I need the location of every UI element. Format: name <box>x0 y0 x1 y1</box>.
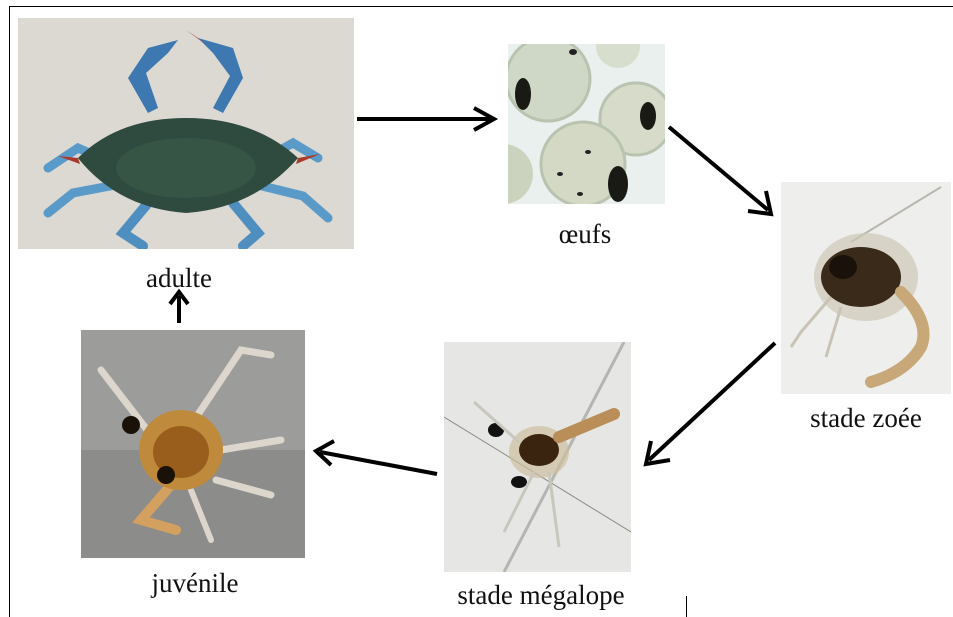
label-eggs: œufs <box>530 221 640 248</box>
label-adult: adulte <box>129 265 229 292</box>
label-zoea: stade zoée <box>791 405 941 432</box>
arrow-adult-to-eggs <box>357 108 494 130</box>
arrow-juvenile-to-adult <box>170 292 188 323</box>
arrow-eggs-to-zoea <box>669 127 771 214</box>
arrow-zoea-to-megalopa <box>646 343 775 464</box>
arrow-megalopa-to-juvenile <box>316 441 437 474</box>
label-juvenile: juvénile <box>130 570 260 597</box>
label-megalopa: stade mégalope <box>436 582 646 609</box>
